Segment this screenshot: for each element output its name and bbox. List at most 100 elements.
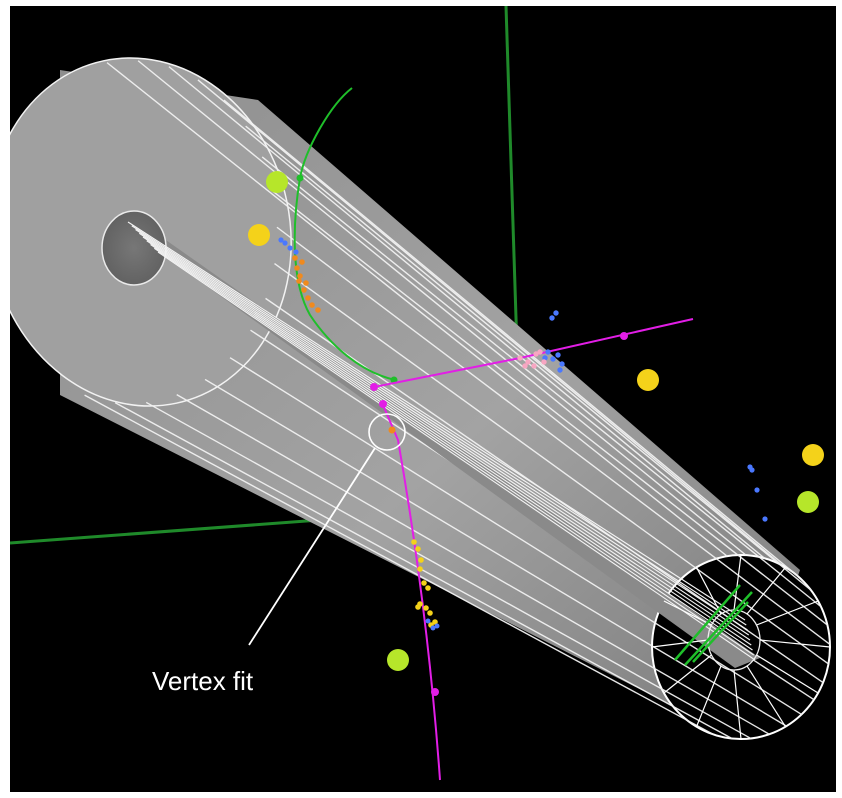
sphere-lime: [266, 171, 288, 193]
hit-blue: [278, 237, 284, 243]
end-cap-spoke: [695, 665, 722, 727]
hit-yellow: [417, 566, 423, 572]
detector-wire: [276, 226, 831, 646]
detector-wire: [176, 394, 770, 735]
end-cap-spoke: [663, 600, 712, 626]
vertex-fit-circle: [368, 413, 406, 451]
end-cap-spoke: [759, 639, 831, 648]
inner-wire: [157, 251, 756, 661]
detector-wire: [145, 401, 752, 740]
sphere-lime: [387, 649, 409, 671]
hit-blue: [559, 361, 565, 367]
detector-wire: [229, 357, 802, 716]
hit-blue: [425, 618, 431, 624]
hit-blue: [545, 349, 551, 355]
hit-yellow: [415, 604, 421, 610]
hit-clusters: [278, 237, 768, 631]
inner-wire: [127, 221, 746, 621]
end-cap-spoke: [733, 669, 742, 740]
detector-wire: [245, 125, 812, 591]
end-cap-spoke: [651, 639, 709, 648]
vertex-point: [388, 426, 396, 434]
inner-wire: [150, 244, 753, 651]
hit-yellow: [415, 546, 421, 552]
spheres: [248, 171, 824, 671]
hit-orange: [315, 307, 321, 313]
hit-orange: [292, 255, 298, 261]
hit-pink: [541, 359, 547, 365]
end-cap-spoke: [746, 566, 786, 615]
hit-blue: [555, 352, 561, 358]
detector-wire: [261, 156, 822, 608]
hit-pink: [533, 351, 539, 357]
hit-yellow: [427, 610, 433, 616]
hit-blue: [747, 464, 753, 470]
inner-wire: [135, 229, 748, 631]
hit-blue: [549, 315, 555, 321]
track-green-point: [296, 174, 304, 182]
endcap-hit-strip: [674, 584, 741, 661]
hit-orange: [301, 287, 307, 293]
detector-wire: [272, 190, 828, 626]
hit-pink: [537, 349, 543, 355]
inner-wire: [142, 236, 751, 641]
track-magenta-point: [379, 400, 387, 408]
inner-wire: [138, 232, 750, 636]
endcap-hit-strip: [692, 601, 749, 663]
hit-orange: [309, 302, 315, 308]
hit-yellow: [425, 585, 431, 591]
track-magenta-point: [620, 332, 628, 340]
sphere-lime: [797, 491, 819, 513]
inner-tube-wires: [127, 221, 756, 661]
hit-orange: [303, 280, 309, 286]
hit-orange: [299, 259, 305, 265]
end-cap-spoke: [733, 554, 742, 611]
vertex-fit-label: Vertex fit: [152, 666, 254, 696]
hit-orange: [296, 278, 302, 284]
detector-wire: [114, 402, 733, 740]
detector-wire: [197, 79, 783, 566]
end-cap-spoke: [746, 665, 787, 727]
track-green: [293, 87, 396, 381]
hit-pink: [517, 355, 523, 361]
endcap-hit-strip: [684, 591, 753, 666]
inner-wire: [131, 225, 747, 626]
hit-yellow: [432, 619, 438, 625]
track-magenta-point: [370, 383, 378, 391]
hit-blue: [287, 245, 293, 251]
hit-blue: [434, 623, 440, 629]
hit-pink: [531, 363, 537, 369]
hit-orange: [294, 265, 300, 271]
hit-blue: [557, 367, 563, 373]
hit-yellow: [423, 605, 429, 611]
detector-wire: [168, 66, 766, 559]
vertex-fit-pointer: [248, 447, 376, 646]
detector-wire: [204, 378, 787, 727]
sphere-yellow: [248, 224, 270, 246]
hit-blue: [550, 356, 556, 362]
track-magenta-point: [431, 688, 439, 696]
detector-wire: [223, 99, 799, 577]
sphere-yellow: [802, 444, 824, 466]
hit-orange: [297, 273, 303, 279]
detector-cylinder: [10, 57, 831, 740]
hit-pink: [522, 363, 528, 369]
end-cap-spoke: [756, 600, 819, 626]
detector-wire: [84, 394, 714, 736]
end-cap-spokes: [651, 554, 831, 740]
inner-wire: [153, 247, 755, 656]
sphere-yellow: [637, 369, 659, 391]
hit-blue: [282, 240, 288, 246]
hit-yellow: [418, 557, 424, 563]
hit-blue: [293, 249, 299, 255]
inner-wire: [146, 240, 752, 646]
hit-blue: [430, 625, 436, 631]
end-cap-spoke: [663, 654, 712, 694]
hit-blue: [754, 487, 760, 493]
hit-blue: [553, 310, 559, 316]
hit-orange: [305, 295, 311, 301]
end-cap-spoke: [695, 567, 722, 615]
hit-pink: [525, 359, 531, 365]
end-cap-spoke: [756, 654, 819, 694]
